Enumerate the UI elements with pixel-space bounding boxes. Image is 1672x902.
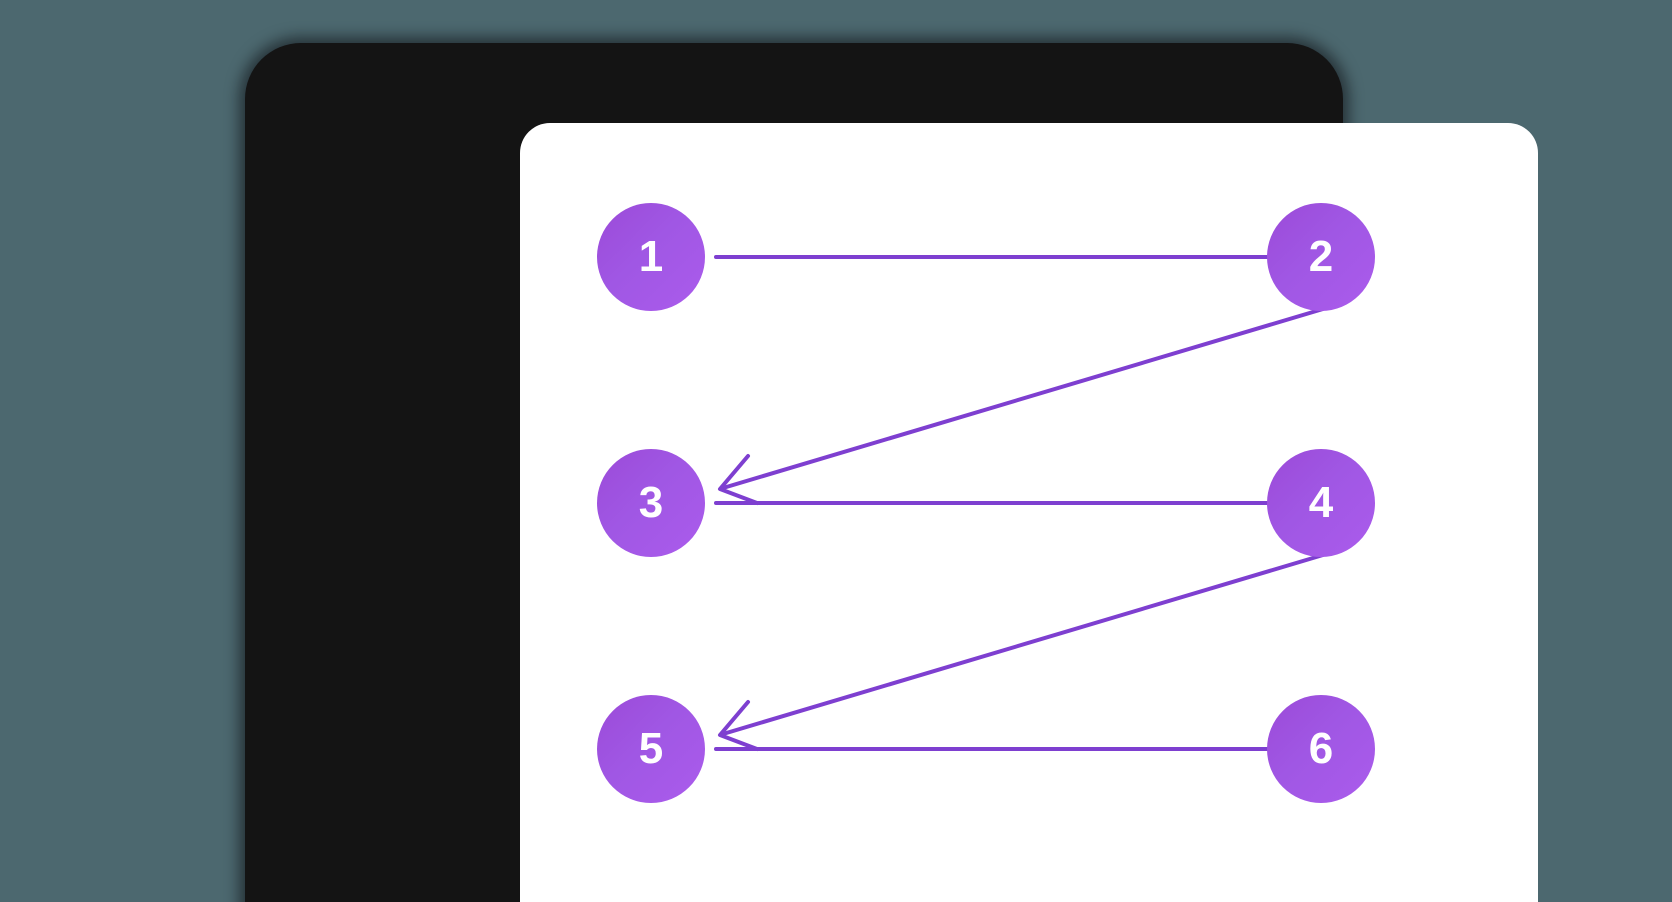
node-1[interactable]: 1 <box>597 203 705 311</box>
edge-1-to-2 <box>714 237 1325 277</box>
diagram-canvas: 1 2 3 4 5 6 <box>520 123 1538 902</box>
node-4[interactable]: 4 <box>1267 449 1375 557</box>
node-4-label: 4 <box>1308 478 1334 527</box>
edge-3-to-4 <box>714 483 1325 523</box>
node-5[interactable]: 5 <box>597 695 705 803</box>
node-6-label: 6 <box>1308 724 1334 773</box>
node-3-label: 3 <box>638 478 664 527</box>
device-bezel: 1 2 3 4 5 6 <box>245 43 1538 902</box>
device-screen: 1 2 3 4 5 6 <box>520 123 1538 902</box>
node-3[interactable]: 3 <box>597 449 705 557</box>
node-6[interactable]: 6 <box>1267 695 1375 803</box>
node-2[interactable]: 2 <box>1267 203 1375 311</box>
edge-4-to-5 <box>718 553 1325 751</box>
edge-4-to-5-line <box>721 553 1325 736</box>
node-1-label: 1 <box>638 232 664 281</box>
edge-4-to-5-arrowhead <box>718 700 759 751</box>
edge-2-to-3 <box>718 307 1325 505</box>
edge-5-to-6 <box>714 729 1325 769</box>
node-2-label: 2 <box>1308 232 1334 281</box>
edge-2-to-3-line <box>721 307 1325 490</box>
edge-2-to-3-arrowhead <box>718 454 759 505</box>
node-5-label: 5 <box>638 724 664 773</box>
